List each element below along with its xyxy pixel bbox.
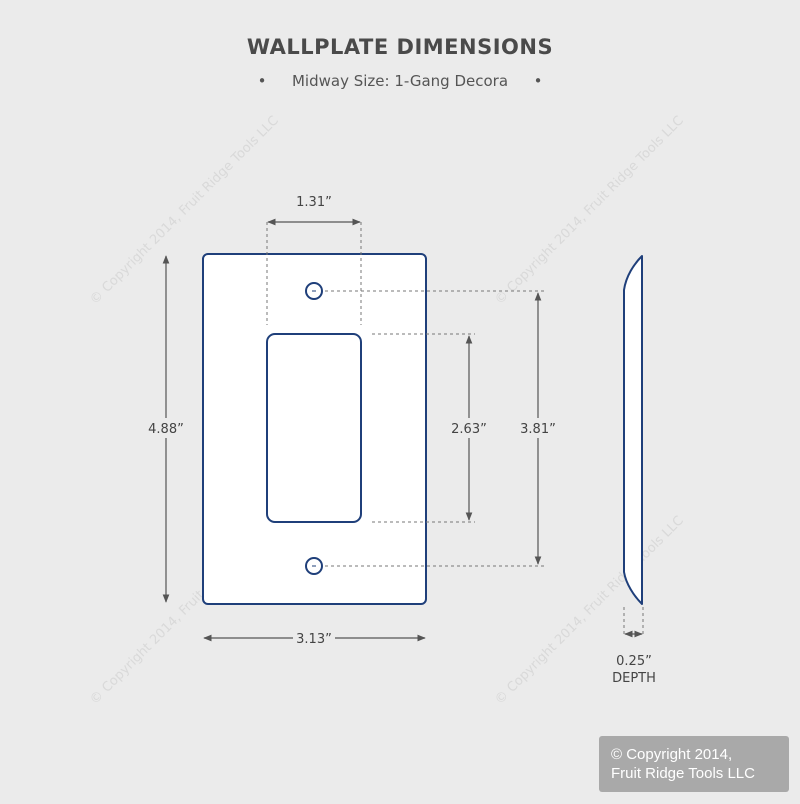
page-title: WALLPLATE DIMENSIONS — [247, 35, 553, 59]
copyright-line: Fruit Ridge Tools LLC — [611, 765, 755, 782]
opening-spacing-label: 1.31” — [296, 195, 332, 210]
watermark: © Copyright 2014, Fruit Ridge Tools LLC — [492, 113, 687, 308]
depth-value-label: 0.25” — [616, 654, 652, 669]
label-bg — [448, 418, 490, 438]
plate-width-label: 3.13” — [296, 632, 332, 647]
bullet-left: • — [258, 72, 267, 90]
decora-opening — [266, 333, 362, 523]
label-bg — [293, 628, 335, 648]
depth-label: DEPTH — [612, 671, 656, 686]
page-subtitle: Midway Size: 1-Gang Decora — [292, 72, 508, 90]
label-bg — [146, 418, 186, 438]
bullet-right: • — [534, 72, 543, 90]
label-bg — [517, 418, 559, 438]
opening-height-label: 2.63” — [451, 422, 487, 437]
plate-height-label: 4.88” — [148, 422, 184, 437]
copyright-box: © Copyright 2014, Fruit Ridge Tools LLC — [599, 736, 789, 792]
extension-lines — [266, 222, 644, 636]
copyright-line: © Copyright 2014, — [611, 746, 733, 763]
watermark: © Copyright 2014, Fruit Ridge Tools LLC — [492, 513, 687, 708]
screw-spacing-label: 3.81” — [520, 422, 556, 437]
wallplate-side-profile — [623, 255, 643, 605]
